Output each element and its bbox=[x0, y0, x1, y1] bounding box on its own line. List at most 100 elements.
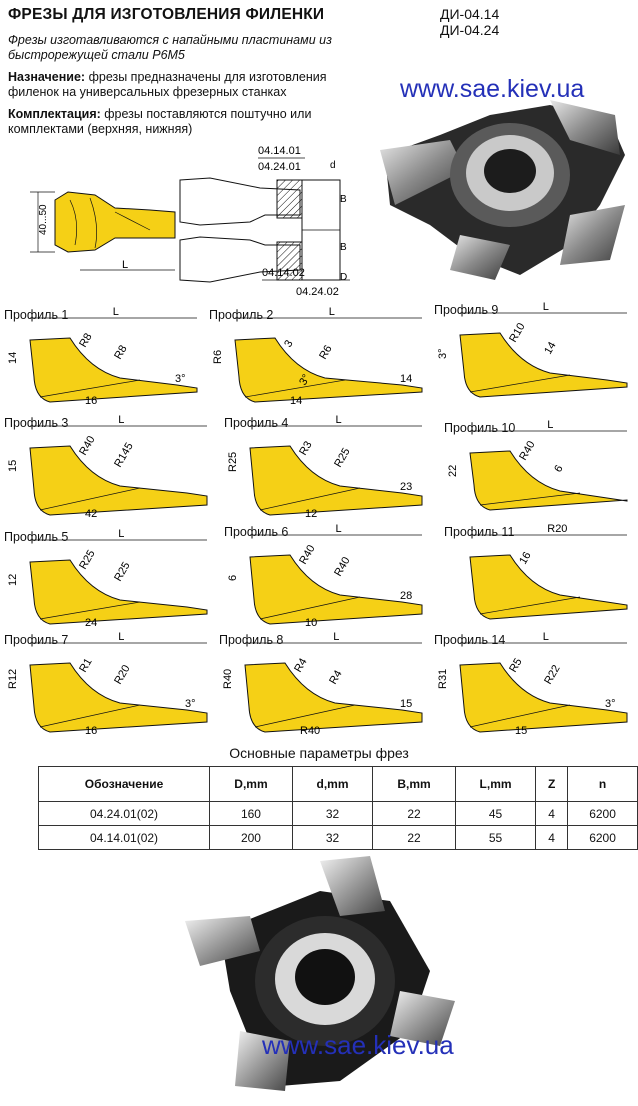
purpose-text: фрезы предназначены для изготовления фил… bbox=[8, 70, 327, 99]
profile-dimension: R4 bbox=[292, 656, 309, 674]
profile-dimension: 14 bbox=[290, 395, 302, 407]
profile-dimension: R1 bbox=[77, 656, 94, 674]
profile-dimension: 16 bbox=[85, 725, 97, 737]
profile-dimension: R25 bbox=[227, 452, 239, 472]
profile-dimension: R25 bbox=[332, 446, 352, 469]
purpose-paragraph: Назначение: фрезы предназначены для изго… bbox=[8, 70, 378, 100]
dim-height-range: 40...50 bbox=[38, 204, 49, 235]
profile-shape bbox=[469, 554, 628, 620]
profile-label: Профиль 14 bbox=[434, 633, 506, 647]
table-cell: 45 bbox=[454, 801, 537, 826]
dim-d: d bbox=[330, 160, 336, 171]
col-n: n bbox=[567, 766, 638, 802]
profile-dimension: 6 bbox=[552, 463, 565, 474]
profile-dimension: L bbox=[543, 301, 549, 313]
profile-dimension: R40 bbox=[222, 669, 234, 689]
kit-label: Комплектация: bbox=[8, 107, 101, 121]
profile-dimension: L bbox=[118, 631, 124, 643]
lower-code-1: 04.14.02 bbox=[262, 267, 305, 279]
cutter-drawing: 40...50 L 04.14.01 04.24.01 d B B 04.14.… bbox=[30, 145, 350, 298]
guide-line bbox=[39, 379, 141, 398]
profile-dimension: 3° bbox=[185, 698, 196, 710]
profile-dimension: 28 bbox=[400, 590, 412, 602]
intro-text: Фрезы изготавливаются с напайными пласти… bbox=[8, 33, 332, 62]
profile-dimension: R20 bbox=[112, 663, 132, 686]
table-row: 04.24.01(02) 160 32 22 45 4 6200 bbox=[37, 801, 638, 826]
profile-shape bbox=[29, 445, 208, 516]
profile-label: Профиль 9 bbox=[434, 303, 499, 317]
profile-dimension: R31 bbox=[437, 669, 449, 689]
profile-dimension: 22 bbox=[447, 465, 459, 477]
profile-dimension: R12 bbox=[7, 669, 19, 689]
profile-dimension: R40 bbox=[297, 543, 317, 566]
table-cell: 6200 bbox=[567, 825, 638, 850]
profile-dimension: 16 bbox=[85, 395, 97, 407]
lower-code-2: 04.24.02 bbox=[296, 286, 339, 298]
profile-shape bbox=[249, 554, 423, 625]
table-cell: 22 bbox=[372, 801, 456, 826]
site-link-top[interactable]: www.sae.kiev.ua bbox=[400, 75, 585, 103]
profile-label: Профиль 7 bbox=[4, 633, 69, 647]
table-cell: 04.24.01(02) bbox=[37, 801, 211, 826]
guide-line bbox=[244, 379, 346, 398]
table-cell: 55 bbox=[454, 825, 537, 850]
profile-dimension: L bbox=[333, 631, 339, 643]
profile-dimension: R40 bbox=[300, 725, 320, 737]
col-Z: Z bbox=[535, 766, 569, 802]
profile-dimension: R145 bbox=[112, 441, 136, 470]
site-link-bottom[interactable]: www.sae.kiev.ua bbox=[262, 1030, 454, 1060]
profile-dimension: 12 bbox=[7, 574, 19, 586]
guide-line bbox=[259, 487, 361, 511]
profile-dimension: 15 bbox=[515, 725, 527, 737]
col-designation: Обозначение bbox=[37, 766, 211, 802]
profile-label: Профиль 4 bbox=[224, 416, 289, 430]
table-cell: 4 bbox=[535, 801, 569, 826]
profile-dimension: 12 bbox=[305, 508, 317, 520]
profile-label: Профиль 5 bbox=[4, 530, 69, 544]
profile-dimension: R40 bbox=[517, 439, 537, 462]
profile-dimension: 23 bbox=[400, 481, 412, 493]
cutter-photo-top bbox=[380, 100, 625, 280]
guide-line bbox=[254, 704, 356, 728]
profile-dimension: R40 bbox=[332, 555, 352, 578]
profile-dimension: R8 bbox=[112, 343, 129, 361]
table-cell: 04.14.01(02) bbox=[37, 825, 211, 850]
profile-dimension: 15 bbox=[7, 460, 19, 472]
col-d: d,mm bbox=[291, 766, 374, 802]
dim-B-upper: B bbox=[340, 194, 347, 205]
profile-label: Профиль 11 bbox=[444, 525, 515, 539]
profile-dimension: 14 bbox=[7, 352, 19, 364]
kit-paragraph: Комплектация: фрезы поставляются поштучн… bbox=[8, 107, 328, 137]
profile-shape bbox=[29, 559, 208, 625]
profile-dimension: R5 bbox=[507, 656, 524, 674]
profile-shape bbox=[459, 332, 628, 398]
profile-dimension: 6 bbox=[227, 575, 239, 581]
profile-dimension: 24 bbox=[85, 617, 97, 629]
profile-dimension: 14 bbox=[400, 373, 412, 385]
profile-label: Профиль 8 bbox=[219, 633, 284, 647]
profile-dimension: R6 bbox=[317, 343, 334, 361]
profile-shape bbox=[244, 662, 423, 733]
col-D: D,mm bbox=[209, 766, 293, 802]
table-cell: 200 bbox=[209, 825, 293, 850]
profile-label: Профиль 1 bbox=[4, 308, 69, 322]
upper-code-1: 04.14.01 bbox=[258, 145, 301, 157]
guide-line bbox=[39, 487, 141, 511]
profile-shape bbox=[469, 450, 628, 511]
profile-shape bbox=[234, 337, 423, 403]
profile-shape bbox=[459, 662, 628, 733]
table-row: 04.14.01(02) 200 32 22 55 4 6200 bbox=[37, 825, 638, 850]
profile-dimension: R25 bbox=[112, 560, 132, 583]
profile-dimension: 3° bbox=[297, 372, 313, 387]
profile-dimension: L bbox=[336, 414, 342, 426]
guide-line bbox=[39, 601, 141, 620]
col-B: B,mm bbox=[372, 766, 456, 802]
